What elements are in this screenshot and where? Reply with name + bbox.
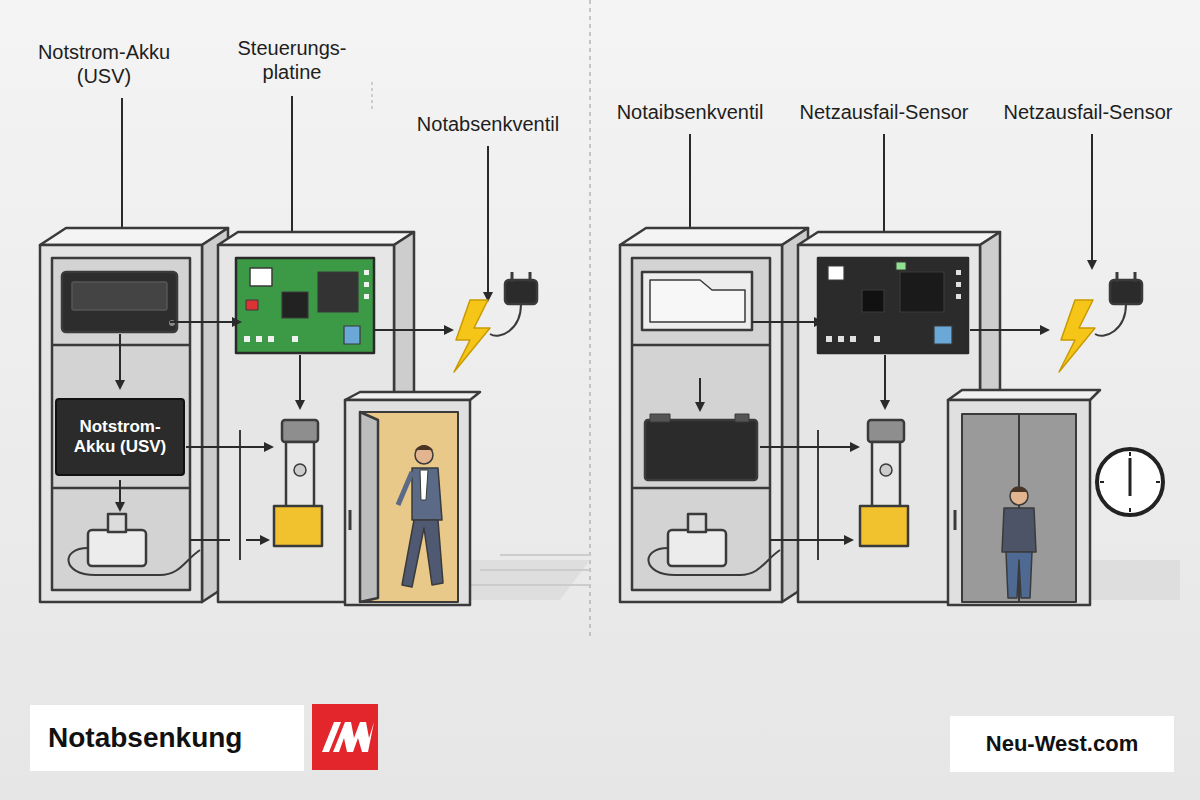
node-text: Notabsenkung [48,722,286,754]
part-label: Notabsenkventil [378,112,598,136]
right-panel [620,228,1180,605]
part-label: Notstrom-Akku (USV) [19,40,189,88]
divider [589,0,591,640]
battery-box: Notstrom- Akku (USV) [55,398,185,476]
node-text: Notstrom- Akku (USV) [63,417,177,456]
part-label: Netzausfail-Sensor [784,100,984,124]
part-label: Netzausfail-Sensor [988,100,1188,124]
logo [312,704,378,770]
node-text: Neu-West.com [964,731,1160,757]
left-panel [40,228,590,605]
website-box: Neu-West.com [950,716,1174,772]
part-label: Notaibsenkventil [590,100,790,124]
divider [371,82,372,112]
title-box: Notabsenkung [30,705,304,771]
part-label: Steuerungs- platine [226,36,358,84]
